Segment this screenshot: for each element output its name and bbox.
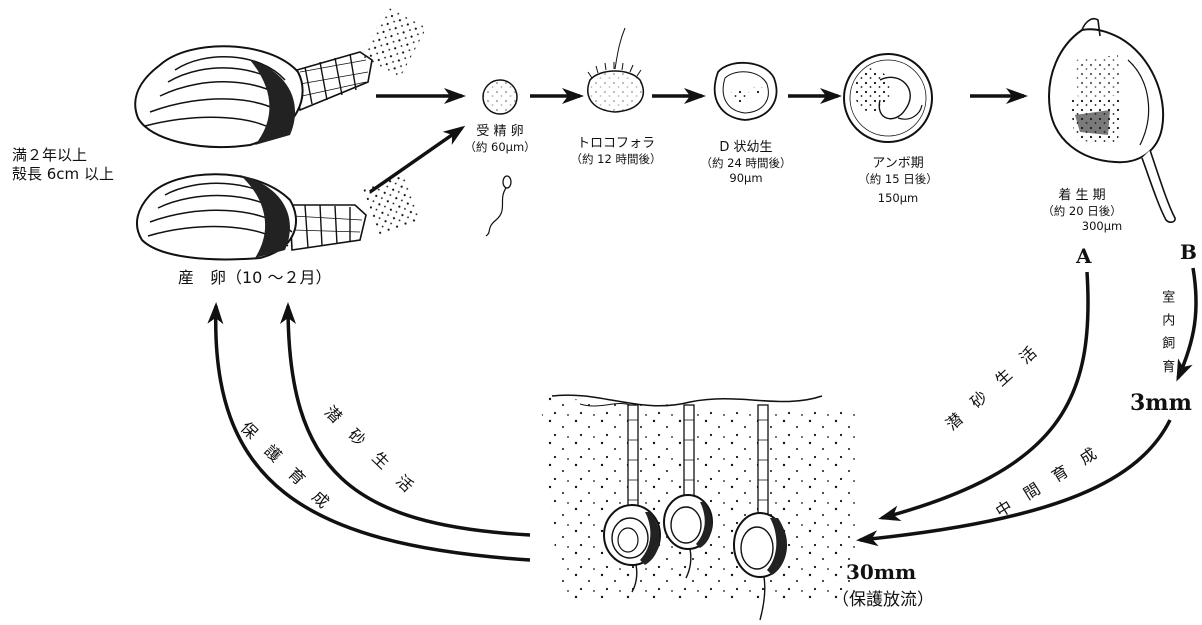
stage-detail: （約 20 日後） <box>1042 204 1122 218</box>
spawning-label: 産 卵（10 ～２月） <box>178 268 331 288</box>
adult-clam-top-illustration <box>135 7 426 147</box>
stage-fertilized-egg: 受 精 卵 （約 60μm） <box>464 124 535 155</box>
stage-name: 受 精 卵 <box>464 124 535 140</box>
arrow-spawn-to-egg <box>370 128 462 192</box>
umbo-larva-illustration <box>844 54 932 142</box>
stage-detail: （約 24 時間後） <box>701 156 792 170</box>
stage-trochophore: トロコフォラ （約 12 時間後） <box>571 136 662 167</box>
stage-d-larva: D 状幼生 （約 24 時間後） 90μm <box>701 140 792 185</box>
stage-name: 着 生 期 <box>1042 188 1122 204</box>
route-b-arrow-intermediate <box>860 420 1170 540</box>
trochophore-illustration <box>588 28 643 112</box>
route-a-mark: A <box>1076 244 1092 269</box>
release-label: （保護放流） <box>832 590 934 611</box>
stage-name: D 状幼生 <box>701 140 792 156</box>
stage-name: トロコフォラ <box>571 136 662 152</box>
route-b-indoor-label: 室 内 飼 育 <box>1158 290 1174 375</box>
stage-size: 90μm <box>701 171 792 185</box>
stage-name: アンボ期 <box>858 156 937 172</box>
stage-settlement: 着 生 期 （約 20 日後） 300μm <box>1042 188 1122 233</box>
route-b-mark: B <box>1180 240 1197 265</box>
adult-age-line1: 満２年以上 <box>12 146 114 165</box>
adult-size-line2: 殻長 6cm 以上 <box>12 165 114 184</box>
d-larva-illustration <box>715 63 777 120</box>
stage-size: 300μm <box>1082 219 1122 233</box>
stage-detail: （約 12 時間後） <box>571 152 662 166</box>
release-size-label: 30mm <box>846 560 916 585</box>
egg-illustration <box>483 80 517 114</box>
stage-size: 150μm <box>858 191 937 205</box>
stage-detail: （約 60μm） <box>464 140 535 154</box>
stage-umbo: アンボ期 （約 15 日後） 150μm <box>858 156 937 205</box>
stage-detail: （約 15 日後） <box>858 172 937 186</box>
route-b-arrow-indoor <box>1178 268 1196 378</box>
sperm-illustration <box>486 176 511 236</box>
adult-age-label: 満２年以上 殻長 6cm 以上 <box>12 146 114 184</box>
route-b-size-label: 3mm <box>1130 390 1192 418</box>
